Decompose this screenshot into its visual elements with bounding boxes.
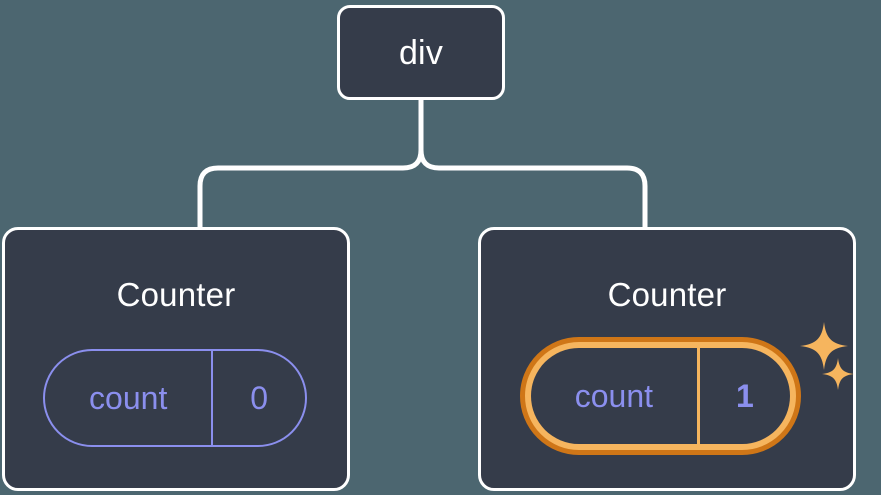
state-key-label: count [89,380,168,416]
connector-branch-right [418,149,648,227]
state-value-label: 0 [211,351,305,445]
state-pill-count-left[interactable]: count 0 [43,349,307,447]
connector-branch-left [197,149,424,227]
state-pill-count-right-highlighted[interactable]: count 1 [520,337,801,455]
node-counter-left-title: Counter [116,276,236,313]
node-counter-right-title: Counter [607,276,727,313]
node-div[interactable]: div [337,5,505,100]
state-key-label: count [574,378,654,414]
state-value-label: 1 [696,348,790,444]
node-div-label: div [398,33,444,72]
state-pill-inner: count 1 [531,348,790,444]
